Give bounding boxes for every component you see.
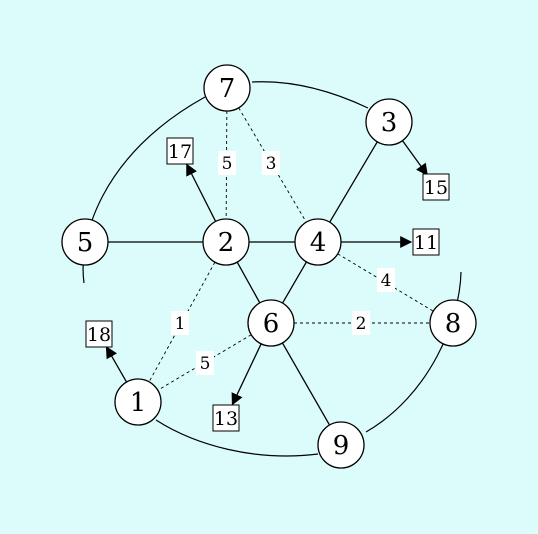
edge-4-6: [281, 261, 308, 304]
output-box-17: 17: [166, 137, 194, 165]
node-9: 9: [317, 421, 365, 469]
edge-2-6: [236, 261, 261, 304]
edge-6-9: [281, 342, 331, 426]
output-arrow-6: [231, 343, 262, 406]
solid-edges: [108, 141, 378, 426]
node-4: 4: [294, 218, 342, 266]
node-8: 8: [429, 299, 477, 347]
nodes: 1 2 3 4 5 6 7 8 9: [61, 64, 477, 469]
output-arrow-2: [186, 163, 217, 222]
edge-weight-text: 2: [356, 314, 367, 334]
output-value: 15: [424, 177, 448, 199]
ring-arc-7-3: [251, 81, 369, 109]
node-5: 5: [61, 218, 109, 266]
output-arrow-1: [105, 345, 128, 383]
node-2: 2: [202, 218, 250, 266]
ring-arc-8-9: [365, 271, 462, 433]
node-label: 9: [333, 431, 350, 461]
output-value: 11: [414, 232, 438, 254]
output-value: 17: [168, 141, 192, 163]
node-label: 6: [263, 309, 280, 339]
node-label: 1: [130, 388, 147, 418]
output-box-18: 18: [85, 320, 113, 348]
node-label: 3: [381, 108, 398, 138]
edge-weight-text: 1: [175, 314, 186, 334]
edge-weight-text: 3: [266, 154, 277, 174]
edge-weight-text: 4: [381, 271, 392, 291]
node-1: 1: [114, 378, 162, 426]
output-value: 13: [214, 408, 238, 430]
edge-weight-text: 5: [222, 154, 233, 174]
output-arrow-3: [401, 140, 428, 176]
edge-weight-6-8: 2: [352, 311, 370, 335]
node-6: 6: [247, 299, 295, 347]
output-box-11: 11: [412, 228, 440, 256]
node-label: 7: [219, 74, 236, 104]
edge-weight-7-4: 3: [262, 151, 280, 175]
output-box-13: 13: [212, 404, 240, 432]
node-7: 7: [203, 64, 251, 112]
node-label: 2: [218, 228, 235, 258]
output-value: 18: [87, 324, 111, 346]
edge-weight-2-1: 1: [171, 311, 189, 335]
edge-4-3: [329, 141, 378, 223]
edge-weight-6-1: 5: [196, 351, 214, 375]
edge-weight-7-2: 5: [218, 151, 236, 175]
output-arrows: [105, 140, 428, 406]
edge-weight-text: 5: [200, 354, 211, 374]
ring-arc-9-1: [155, 419, 319, 457]
node-3: 3: [365, 98, 413, 146]
node-label: 5: [77, 228, 94, 258]
output-box-15: 15: [422, 173, 450, 201]
node-label: 8: [445, 309, 462, 339]
node-label: 4: [310, 228, 327, 258]
edge-weight-4-8: 4: [377, 268, 395, 292]
